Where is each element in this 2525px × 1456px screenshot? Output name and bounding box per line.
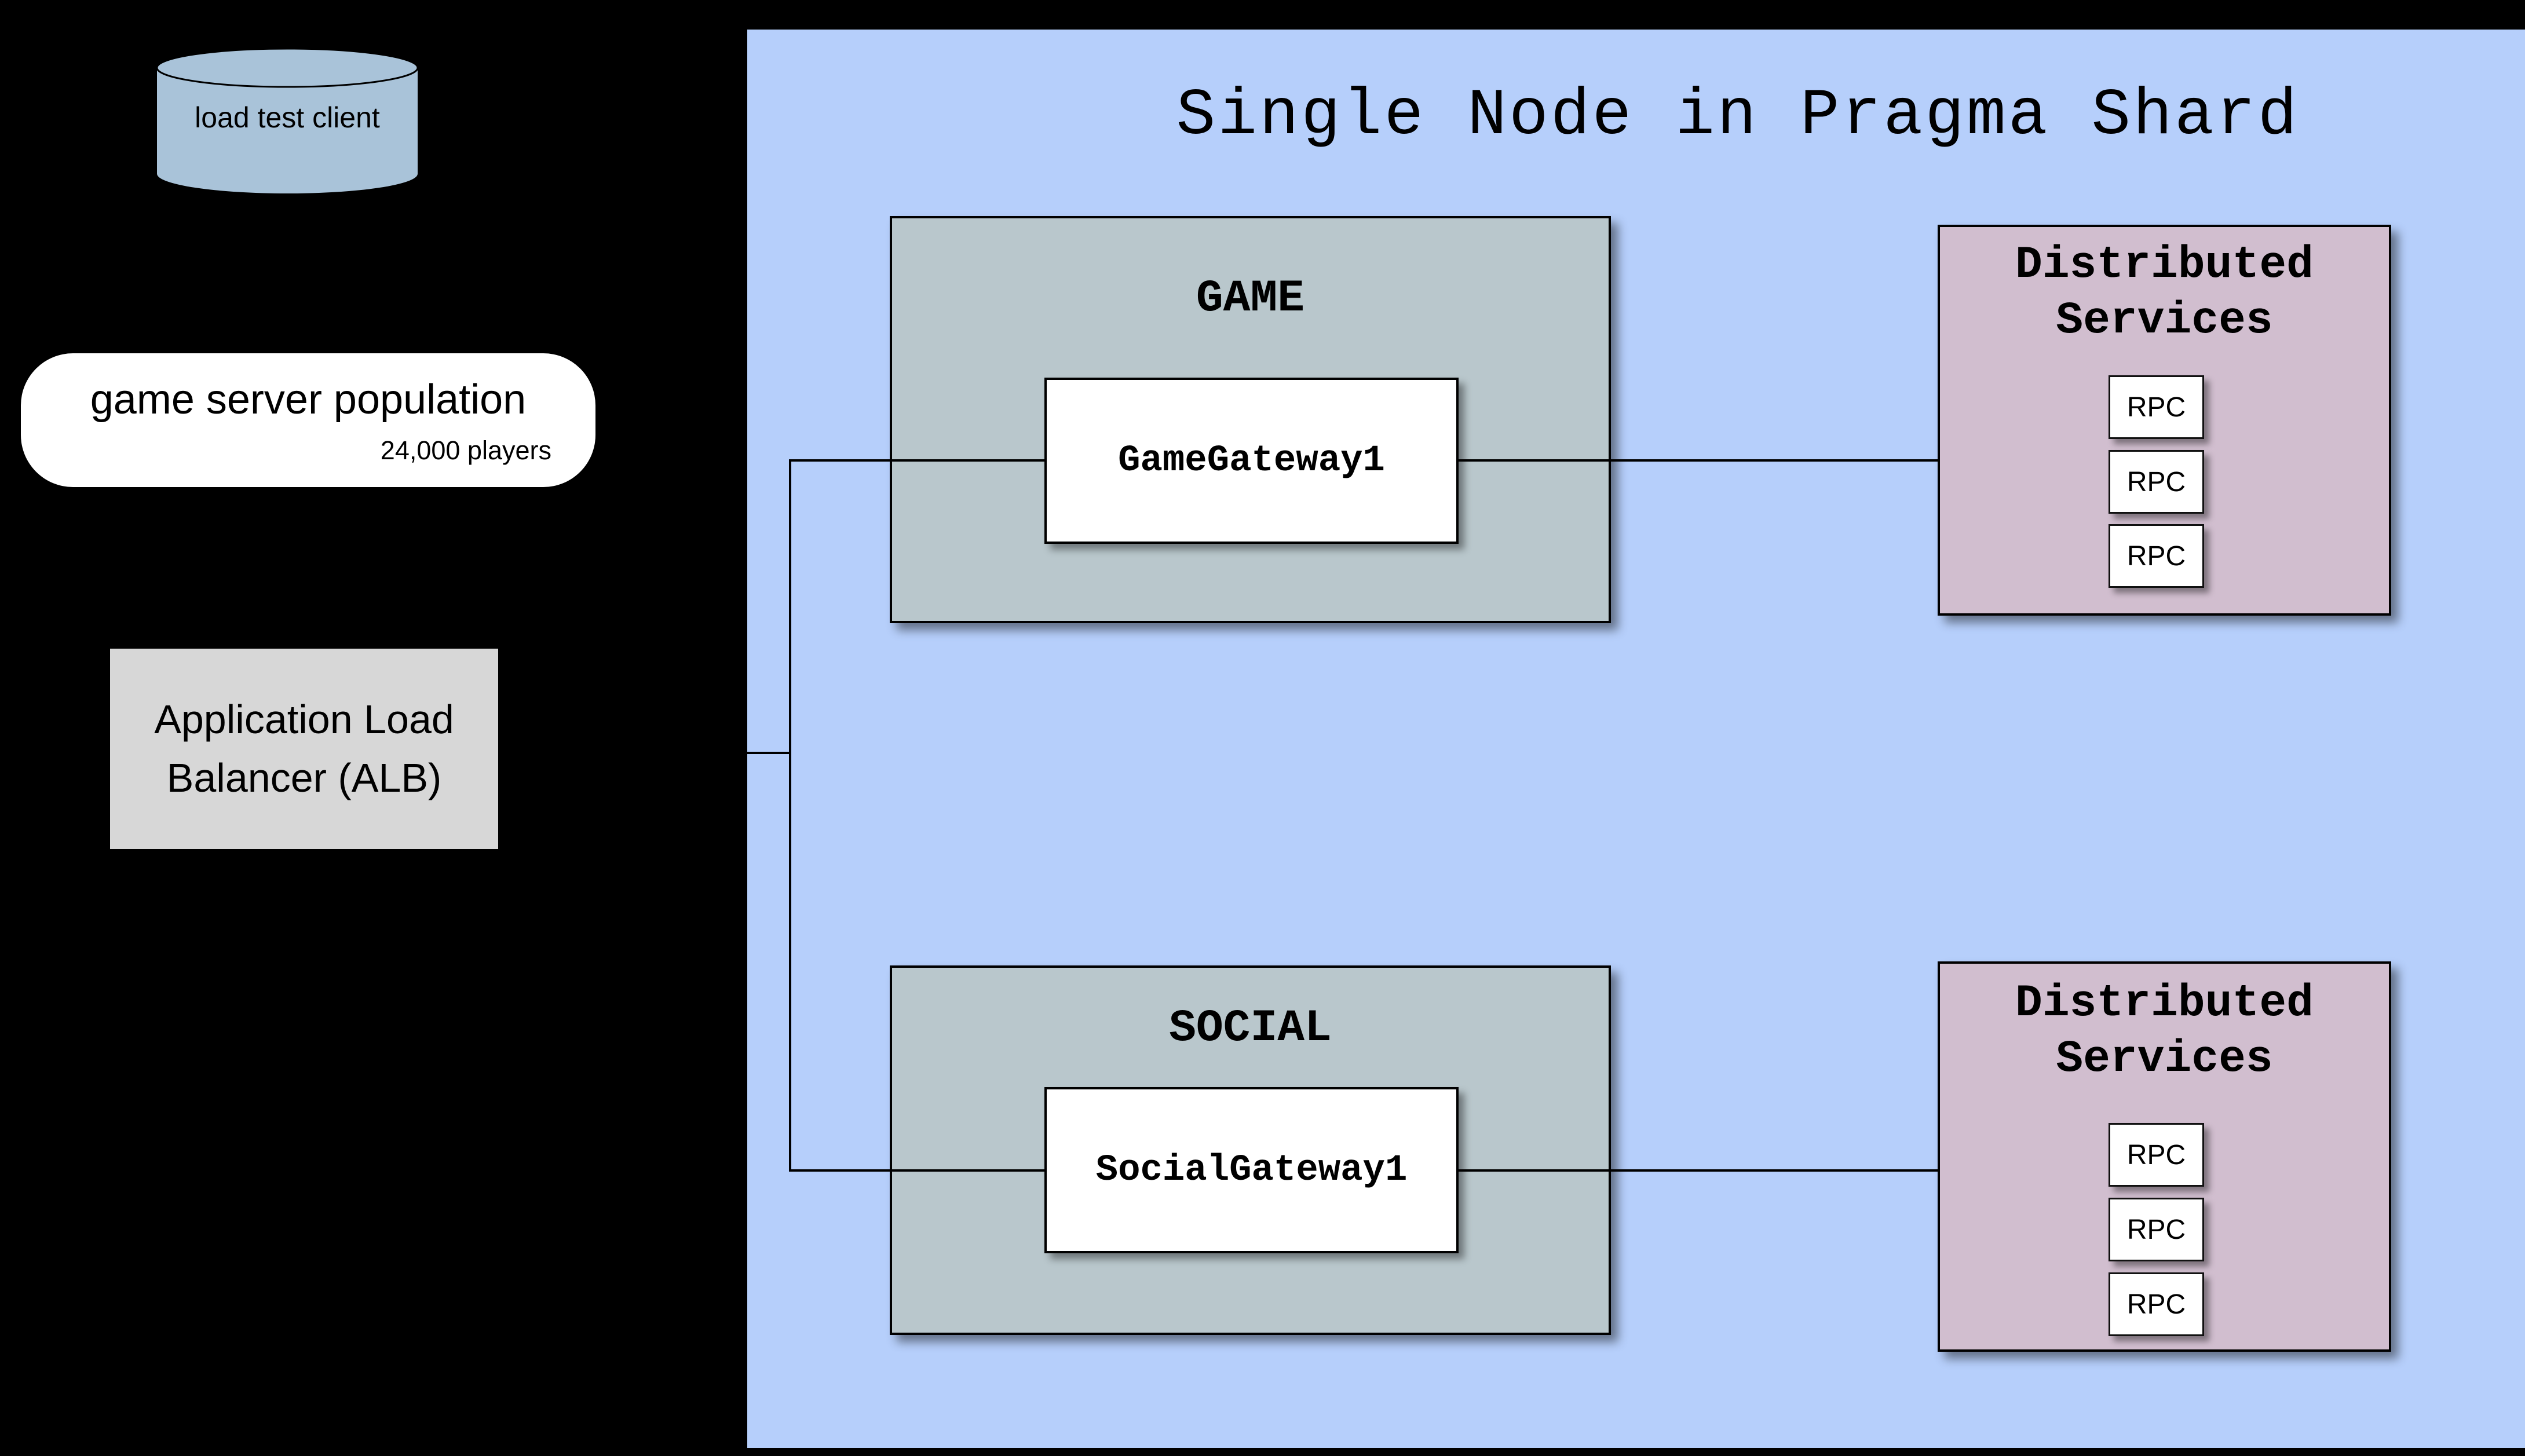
load-test-client-node — [155, 24, 419, 197]
rpc-chip: RPC — [2109, 375, 2204, 439]
social-gateway-node: SocialGateway1 — [1044, 1087, 1459, 1253]
connector-socialgateway-to-services — [1459, 1169, 1938, 1172]
game-server-population-count: 24,000 players — [380, 436, 551, 465]
distributed-services-bottom-title: Distributed Services — [2015, 978, 2314, 1085]
connector-trunk-to-socialgateway — [789, 1169, 1047, 1172]
game-gateway-node: GameGateway1 — [1044, 378, 1459, 544]
rpc-chip: RPC — [2109, 450, 2204, 514]
connector-gamegateway-to-services — [1459, 459, 1938, 462]
rpc-chip: RPC — [2109, 1123, 2204, 1187]
database-cylinder-icon — [156, 47, 419, 193]
game-section-label: GAME — [1196, 273, 1305, 324]
rpc-chip: RPC — [2109, 1272, 2204, 1336]
social-section-label: SOCIAL — [1169, 1003, 1332, 1054]
connector-trunk-to-gamegateway — [789, 459, 1047, 462]
rpc-chip: RPC — [2109, 1198, 2204, 1261]
game-server-population-label: game server population — [90, 376, 527, 423]
connector-alb-to-trunk — [501, 752, 791, 754]
game-server-population-pill — [21, 353, 595, 487]
distributed-services-top-title: Distributed Services — [2015, 240, 2314, 346]
shard-title: Single Node in Pragma Shard — [1176, 79, 2300, 153]
alb-box: Application Load Balancer (ALB) — [110, 649, 498, 849]
alb-label: Application Load Balancer (ALB) — [154, 697, 454, 800]
connector-trunk-vertical — [789, 459, 791, 1172]
load-test-client-label: load test client — [195, 101, 380, 134]
rpc-chip: RPC — [2109, 524, 2204, 588]
